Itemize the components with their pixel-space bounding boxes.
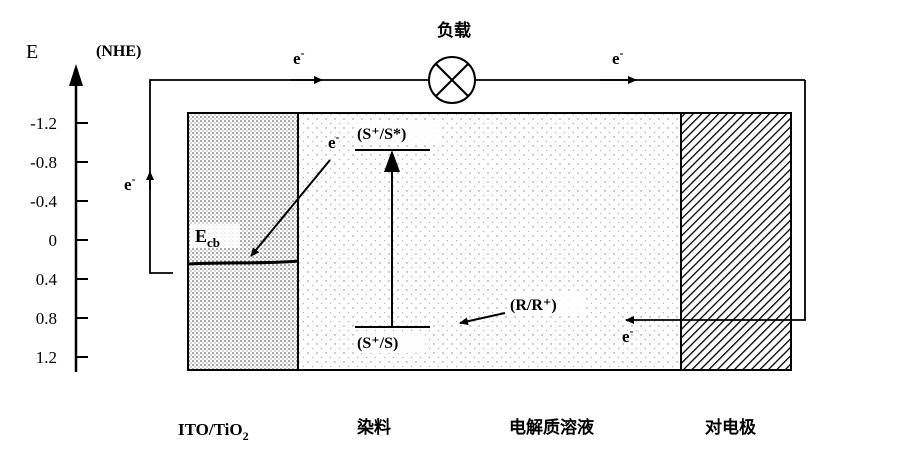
excitation-arrow-head-icon xyxy=(384,150,400,172)
redox-couple-label: (R/R⁺) xyxy=(510,297,557,314)
axis-ticks: -1.2 -0.8 -0.4 0 0.4 0.8 1.2 xyxy=(30,114,88,367)
load-resistor-icon xyxy=(428,56,476,104)
electron-label-left: e- xyxy=(124,172,136,194)
axis-tick-label: 1.2 xyxy=(36,348,57,367)
label-tio2: ITO/TiO2 xyxy=(178,420,249,443)
axis-label: E xyxy=(26,41,38,63)
excited-state-label: (S⁺/S*) xyxy=(357,126,406,143)
axis-tick-label: 0 xyxy=(49,231,58,250)
axis-tick-label: -1.2 xyxy=(30,114,57,133)
energy-axis: E (NHE) -1.2 -0.8 -0.4 0 0.4 0.8 1.2 xyxy=(26,41,141,372)
regeneration-arrow xyxy=(459,312,506,326)
axis-arrow-icon xyxy=(69,64,83,86)
counter-electrode-region xyxy=(680,112,792,371)
label-electrolyte: 电解质溶液 xyxy=(509,417,594,437)
electron-label-counter: e- xyxy=(622,324,634,346)
ground-state-label: (S⁺/S) xyxy=(357,335,398,352)
electron-label-top-left: e- xyxy=(293,46,305,68)
axis-tick-label: 0.8 xyxy=(36,309,57,328)
axis-reference: (NHE) xyxy=(96,43,141,60)
load-label: 负载 xyxy=(437,20,471,40)
electron-label-injection: e- xyxy=(328,130,340,152)
conduction-band-line xyxy=(187,259,299,266)
label-counter-electrode: 对电极 xyxy=(705,417,756,437)
axis-tick-label: -0.4 xyxy=(30,192,57,211)
conduction-band-label: Ecb xyxy=(195,226,220,250)
electron-label-top-right: e- xyxy=(612,46,624,68)
axis-tick-label: 0.4 xyxy=(36,270,58,289)
label-dye: 染料 xyxy=(357,417,391,437)
electron-injection-arrow xyxy=(250,159,331,257)
axis-tick-label: -0.8 xyxy=(30,153,57,172)
external-circuit: 负载 xyxy=(146,20,806,324)
